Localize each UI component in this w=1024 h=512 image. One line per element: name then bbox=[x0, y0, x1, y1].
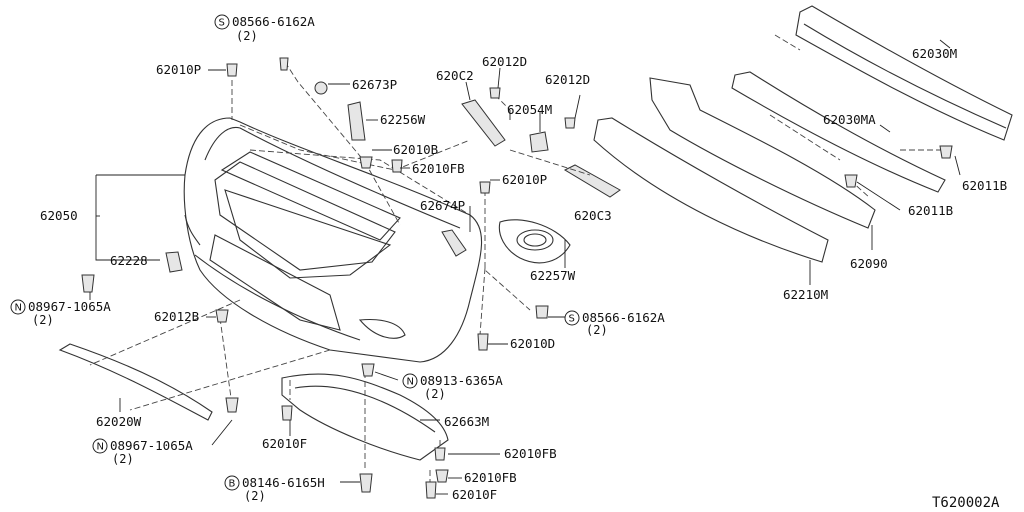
label-08913: 08913-6365A bbox=[420, 373, 503, 388]
label-08967-b: 08967-1065A bbox=[110, 438, 193, 453]
label-62010b: 62010B bbox=[393, 142, 438, 157]
label-62054m: 62054M bbox=[507, 102, 552, 117]
label-62010f-bot: 62010F bbox=[452, 487, 497, 502]
prefix-b-08146: B bbox=[229, 479, 236, 490]
lower-absorber bbox=[593, 117, 829, 263]
label-62050: 62050 bbox=[40, 208, 78, 223]
label-62673p: 62673P bbox=[352, 77, 397, 92]
label-62257w: 62257W bbox=[530, 268, 576, 283]
label-62663m: 62663M bbox=[444, 414, 489, 429]
label-62012d-b: 62012D bbox=[545, 72, 590, 87]
label-62090: 62090 bbox=[850, 256, 888, 271]
reinforcement-62030m bbox=[795, 5, 1013, 141]
bracket-620c3 bbox=[563, 164, 621, 198]
prefix-symbols: S N S N N B bbox=[10, 14, 580, 491]
bracket-620c2 bbox=[461, 99, 506, 147]
label-08566-top: 08566-6162A bbox=[232, 14, 315, 29]
label-62011b-b: 62011B bbox=[908, 203, 953, 218]
grommet-62673p bbox=[314, 81, 328, 95]
label-62228: 62228 bbox=[110, 253, 148, 268]
label-62674p: 62674P bbox=[420, 198, 465, 213]
label-62012b: 62012B bbox=[154, 309, 199, 324]
energy-absorber bbox=[649, 77, 876, 229]
label-08146-qty: (2) bbox=[244, 489, 266, 503]
prefix-s-bot: S bbox=[569, 314, 575, 325]
label-62210m: 62210M bbox=[783, 287, 828, 302]
prefix-s-top: S bbox=[219, 18, 225, 29]
fog-lamp-bezel bbox=[498, 219, 571, 264]
prefix-n-a: N bbox=[15, 303, 22, 314]
assembly-lines bbox=[89, 34, 945, 485]
label-62011b-a: 62011B bbox=[962, 178, 1007, 193]
under-cover bbox=[281, 373, 449, 461]
label-62010fb-c: 62010FB bbox=[464, 470, 517, 485]
label-08146: 08146-6165H bbox=[242, 475, 325, 490]
label-62010d: 62010D bbox=[510, 336, 555, 351]
label-08566-bot: 08566-6162A bbox=[582, 310, 665, 325]
label-08967-b-qty: (2) bbox=[112, 452, 134, 466]
label-62012d-a: 62012D bbox=[482, 54, 527, 69]
bracket-62054m bbox=[529, 131, 549, 153]
bracket-62256w bbox=[347, 101, 366, 141]
label-08967-a: 08967-1065A bbox=[28, 299, 111, 314]
label-62010p-top: 62010P bbox=[156, 62, 201, 77]
label-62010f-left: 62010F bbox=[262, 436, 307, 451]
label-620c2: 620C2 bbox=[436, 68, 474, 83]
part-labels: 08566-6162A (2) 62010P 62673P 620C2 6201… bbox=[28, 14, 1007, 511]
label-08566-bot-qty: (2) bbox=[586, 323, 608, 337]
label-08967-a-qty: (2) bbox=[32, 313, 54, 327]
label-62010p-mid: 62010P bbox=[502, 172, 547, 187]
label-62020w: 62020W bbox=[96, 414, 142, 429]
leader-lines bbox=[89, 39, 961, 495]
label-62010fb-top: 62010FB bbox=[412, 161, 465, 176]
lower-trim-strip bbox=[58, 343, 213, 421]
label-08913-qty: (2) bbox=[424, 387, 446, 401]
label-08566-top-qty: (2) bbox=[236, 29, 258, 43]
bracket-62674p bbox=[441, 229, 467, 257]
prefix-n-08913: N bbox=[407, 377, 414, 388]
label-62030m: 62030M bbox=[912, 46, 957, 61]
label-620c3: 620C3 bbox=[574, 208, 612, 223]
fasteners bbox=[81, 57, 953, 499]
reinforcement-62030ma bbox=[731, 71, 946, 193]
label-62030ma: 62030MA bbox=[823, 112, 876, 127]
label-62256w: 62256W bbox=[380, 112, 426, 127]
diagram-reference: T620002A bbox=[932, 495, 1000, 511]
label-62010fb-b: 62010FB bbox=[504, 446, 557, 461]
bumper-fascia bbox=[183, 117, 483, 363]
tow-hook-cover bbox=[165, 251, 183, 273]
prefix-n-b: N bbox=[97, 442, 104, 453]
